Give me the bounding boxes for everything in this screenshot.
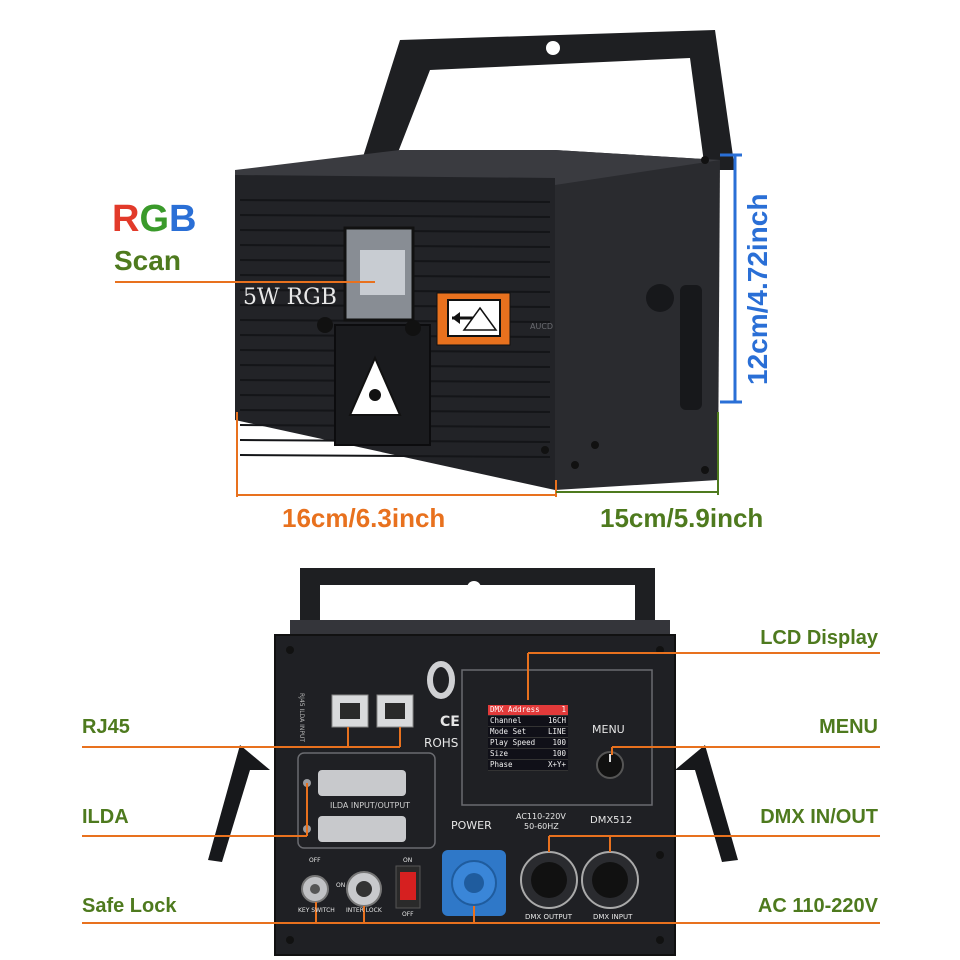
dmx-input-label: DMX INPUT	[593, 913, 633, 921]
lcd-row: Play Speed 100	[488, 738, 568, 749]
rgb-letter-g: G	[139, 198, 170, 240]
brand-text: AUCD	[530, 322, 554, 331]
height-dimension-label: 12cm/4.72inch	[742, 193, 773, 385]
front-model-text: 5W RGB	[243, 285, 337, 310]
ac-voltage-callout: AC 110-220V	[757, 895, 878, 917]
lcd-display-callout: LCD Display	[760, 627, 878, 649]
lcd-row-value: 1	[561, 705, 566, 714]
lcd-row-name: Size	[490, 749, 509, 758]
lcd-row-value: X+Y+	[547, 760, 566, 769]
ce-mark: CE	[440, 714, 460, 730]
lcd-row-name: Channel	[490, 716, 522, 725]
lcd-row-value: LINE	[547, 727, 566, 736]
key-off-label: OFF	[309, 857, 321, 864]
lcd-row-name: Mode Set	[490, 727, 527, 736]
key-switch-label: KEY SWITCH	[298, 907, 335, 914]
safe-lock-callout: Safe Lock	[82, 895, 177, 917]
lcd-row: Channel 16CH	[488, 716, 568, 727]
lcd-row-value: 16CH	[547, 716, 566, 725]
laser-projector-front-view	[115, 30, 742, 497]
lcd-row: Phase X+Y+	[488, 760, 568, 771]
laser-projector-rear-view	[82, 568, 880, 956]
ac-voltage-label: AC110-220V	[516, 812, 566, 821]
depth-dimension-label: 15cm/5.9inch	[600, 503, 764, 533]
lcd-row-name: DMX Address	[490, 705, 540, 714]
dmx-callout: DMX IN/OUT	[760, 806, 878, 828]
menu-callout: MENU	[819, 716, 878, 738]
rgb-letter-b: B	[169, 198, 197, 240]
inter-lock-label: INTER LOCK	[346, 907, 382, 914]
rj45-callout: RJ45	[82, 716, 130, 738]
lcd-row-name: Play Speed	[490, 738, 536, 747]
lcd-row-value: 100	[552, 749, 566, 758]
scan-label: Scan	[114, 245, 181, 276]
power-switch-on-label: ON	[403, 857, 413, 864]
dmx-output-label: DMX OUTPUT	[525, 913, 572, 921]
lcd-row: DMX Address 1	[488, 705, 568, 716]
width-dimension-label: 16cm/6.3inch	[282, 503, 446, 533]
menu-panel-label: MENU	[592, 723, 625, 736]
power-panel-label: POWER	[451, 819, 492, 832]
rohs-mark: ROHS	[424, 736, 459, 750]
lcd-row-name: Phase	[490, 760, 513, 769]
ilda-port-label: ILDA INPUT/OUTPUT	[330, 801, 411, 810]
lcd-display-screen: DMX Address 1 Channel 16CH Mode Set LINE Pl…	[488, 705, 568, 771]
ilda-callout: ILDA	[82, 806, 129, 828]
lcd-row: Mode Set LINE	[488, 727, 568, 738]
rgb-letter-r: R	[112, 198, 140, 240]
key-on-label: ON	[336, 882, 346, 889]
rgb-label: RGB	[112, 198, 196, 241]
lcd-row: Size 100	[488, 749, 568, 760]
frequency-label: 50-60HZ	[524, 822, 559, 831]
lcd-row-value: 100	[552, 738, 566, 747]
dmx512-label: DMX512	[590, 815, 633, 826]
rj45-port-label: RJ45 ILDA INPUT	[298, 693, 305, 743]
power-switch-off-label: OFF	[402, 911, 414, 918]
